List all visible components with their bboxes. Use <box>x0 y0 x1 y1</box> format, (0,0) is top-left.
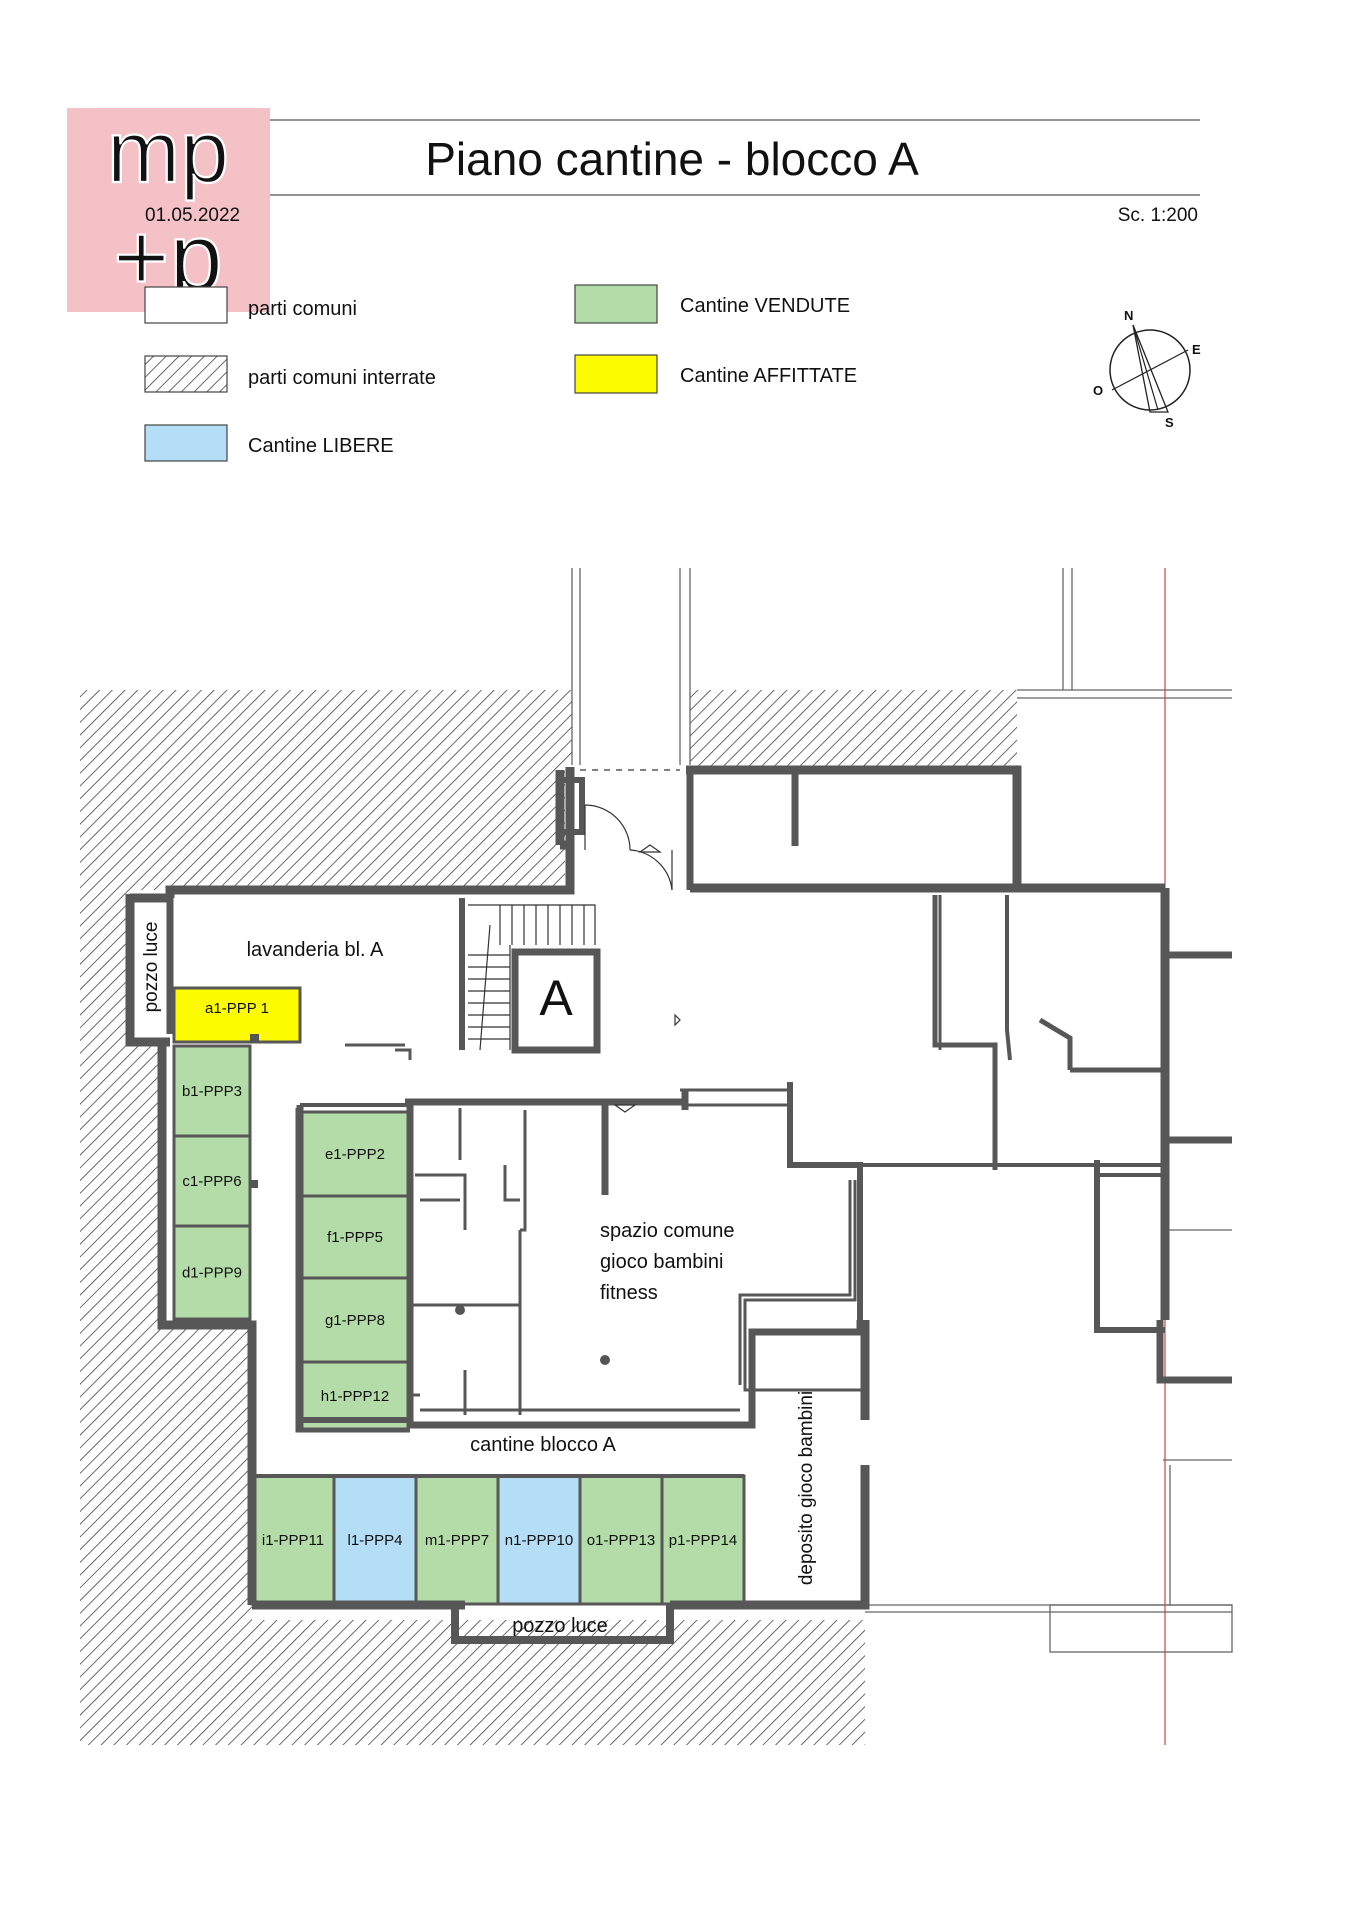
cellar-label-g1: g1-PPP8 <box>325 1312 385 1329</box>
header: mp +p Piano cantine - blocco A 01.05.202… <box>67 101 1200 312</box>
legend-label-rented: Cantine AFFITTATE <box>680 365 857 387</box>
label-stair-letter: A <box>539 970 573 1026</box>
logo-text-top: mp <box>107 102 229 201</box>
legend: parti comuni parti comuni interrate Cant… <box>144 284 857 462</box>
cellar-label-h1: h1-PPP12 <box>321 1388 389 1405</box>
compass-icon: N E S O <box>1093 308 1201 430</box>
legend-label-free: Cantine LIBERE <box>248 435 394 457</box>
legend-swatch-free <box>144 424 228 462</box>
logo-background <box>67 108 270 312</box>
room-labels: pozzo luce lavanderia bl. A A spazio com… <box>141 922 817 1637</box>
cellar-b1 <box>172 1044 252 1138</box>
scale-label: Sc. 1:200 <box>1118 205 1198 226</box>
legend-swatch-sold <box>574 284 658 324</box>
cellar-d1 <box>172 1224 252 1321</box>
label-deposito: deposito gioco bambini <box>796 1391 817 1585</box>
cellar-label-a1: a1-PPP 1 <box>205 1000 269 1017</box>
cellar-label-f1: f1-PPP5 <box>327 1229 383 1246</box>
label-lavanderia: lavanderia bl. A <box>247 939 384 961</box>
label-pozzo-luce-bottom: pozzo luce <box>512 1615 608 1637</box>
legend-label-common-underground: parti comuni interrate <box>248 367 436 389</box>
cellar-n1 <box>496 1474 582 1606</box>
date-label: 01.05.2022 <box>145 205 240 226</box>
compass-e: E <box>1192 342 1201 357</box>
cellar-label-d1: d1-PPP9 <box>182 1265 242 1282</box>
cellar-label-m1: m1-PPP7 <box>425 1532 489 1549</box>
legend-label-sold: Cantine VENDUTE <box>680 295 850 317</box>
page-title: Piano cantine - blocco A <box>425 133 919 185</box>
cellar-label-n1: n1-PPP10 <box>505 1532 573 1549</box>
cellar-label-l1: l1-PPP4 <box>347 1532 402 1549</box>
cellar-p1 <box>660 1474 746 1606</box>
compass-o: O <box>1093 383 1103 398</box>
compass-s: S <box>1165 415 1174 430</box>
label-fitness: fitness <box>600 1282 658 1304</box>
cellar-label-p1: p1-PPP14 <box>669 1532 737 1549</box>
legend-swatch-rented <box>574 354 658 394</box>
legend-swatch-common <box>144 286 228 324</box>
stair-marker-box <box>511 948 601 1054</box>
cellar-label-o1: o1-PPP13 <box>587 1532 655 1549</box>
label-spazio-comune: spazio comune <box>600 1220 735 1242</box>
cellar-label-e1: e1-PPP2 <box>325 1146 385 1163</box>
legend-swatch-common-underground <box>144 355 228 393</box>
cellar-label-b1: b1-PPP3 <box>182 1083 242 1100</box>
legend-label-common: parti comuni <box>248 298 357 320</box>
label-corridor: cantine blocco A <box>470 1434 616 1456</box>
underground-areas <box>80 690 1017 1745</box>
label-gioco-bambini: gioco bambini <box>600 1251 723 1273</box>
doors <box>580 769 681 1113</box>
cellar-a1 <box>172 986 302 1044</box>
walls <box>125 765 1232 1644</box>
staircase <box>468 904 596 1051</box>
fixtures <box>250 1034 610 1365</box>
label-pozzo-luce-left: pozzo luce <box>141 922 162 1013</box>
compass-n: N <box>1124 308 1133 323</box>
cellar-label-i1: i1-PPP11 <box>262 1532 324 1549</box>
cellar-label-c1: c1-PPP6 <box>182 1173 241 1190</box>
